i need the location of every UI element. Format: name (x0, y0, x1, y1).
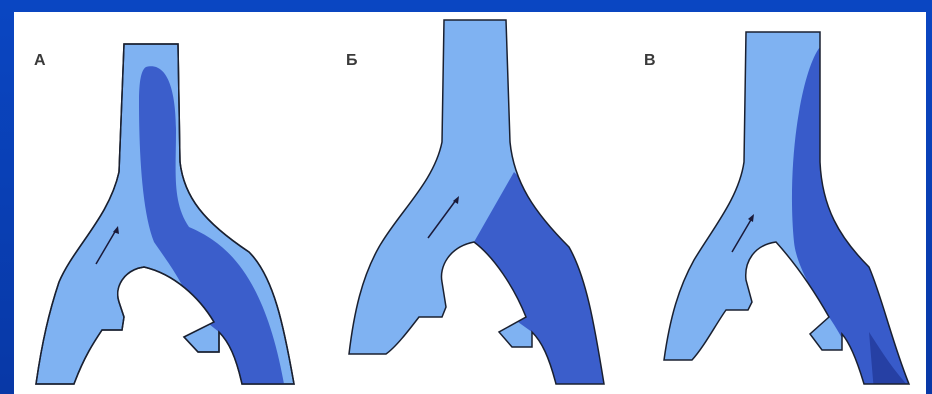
bifurcation-diagram-b (324, 12, 624, 394)
dark-flow-region (792, 47, 914, 392)
panel-c: В (624, 12, 924, 394)
bifurcation-diagram-a (14, 12, 314, 394)
figure-canvas: А Б (14, 12, 926, 394)
panel-b: Б (324, 12, 624, 394)
panel-a: А (14, 12, 314, 394)
bifurcation-diagram-c (624, 12, 924, 394)
